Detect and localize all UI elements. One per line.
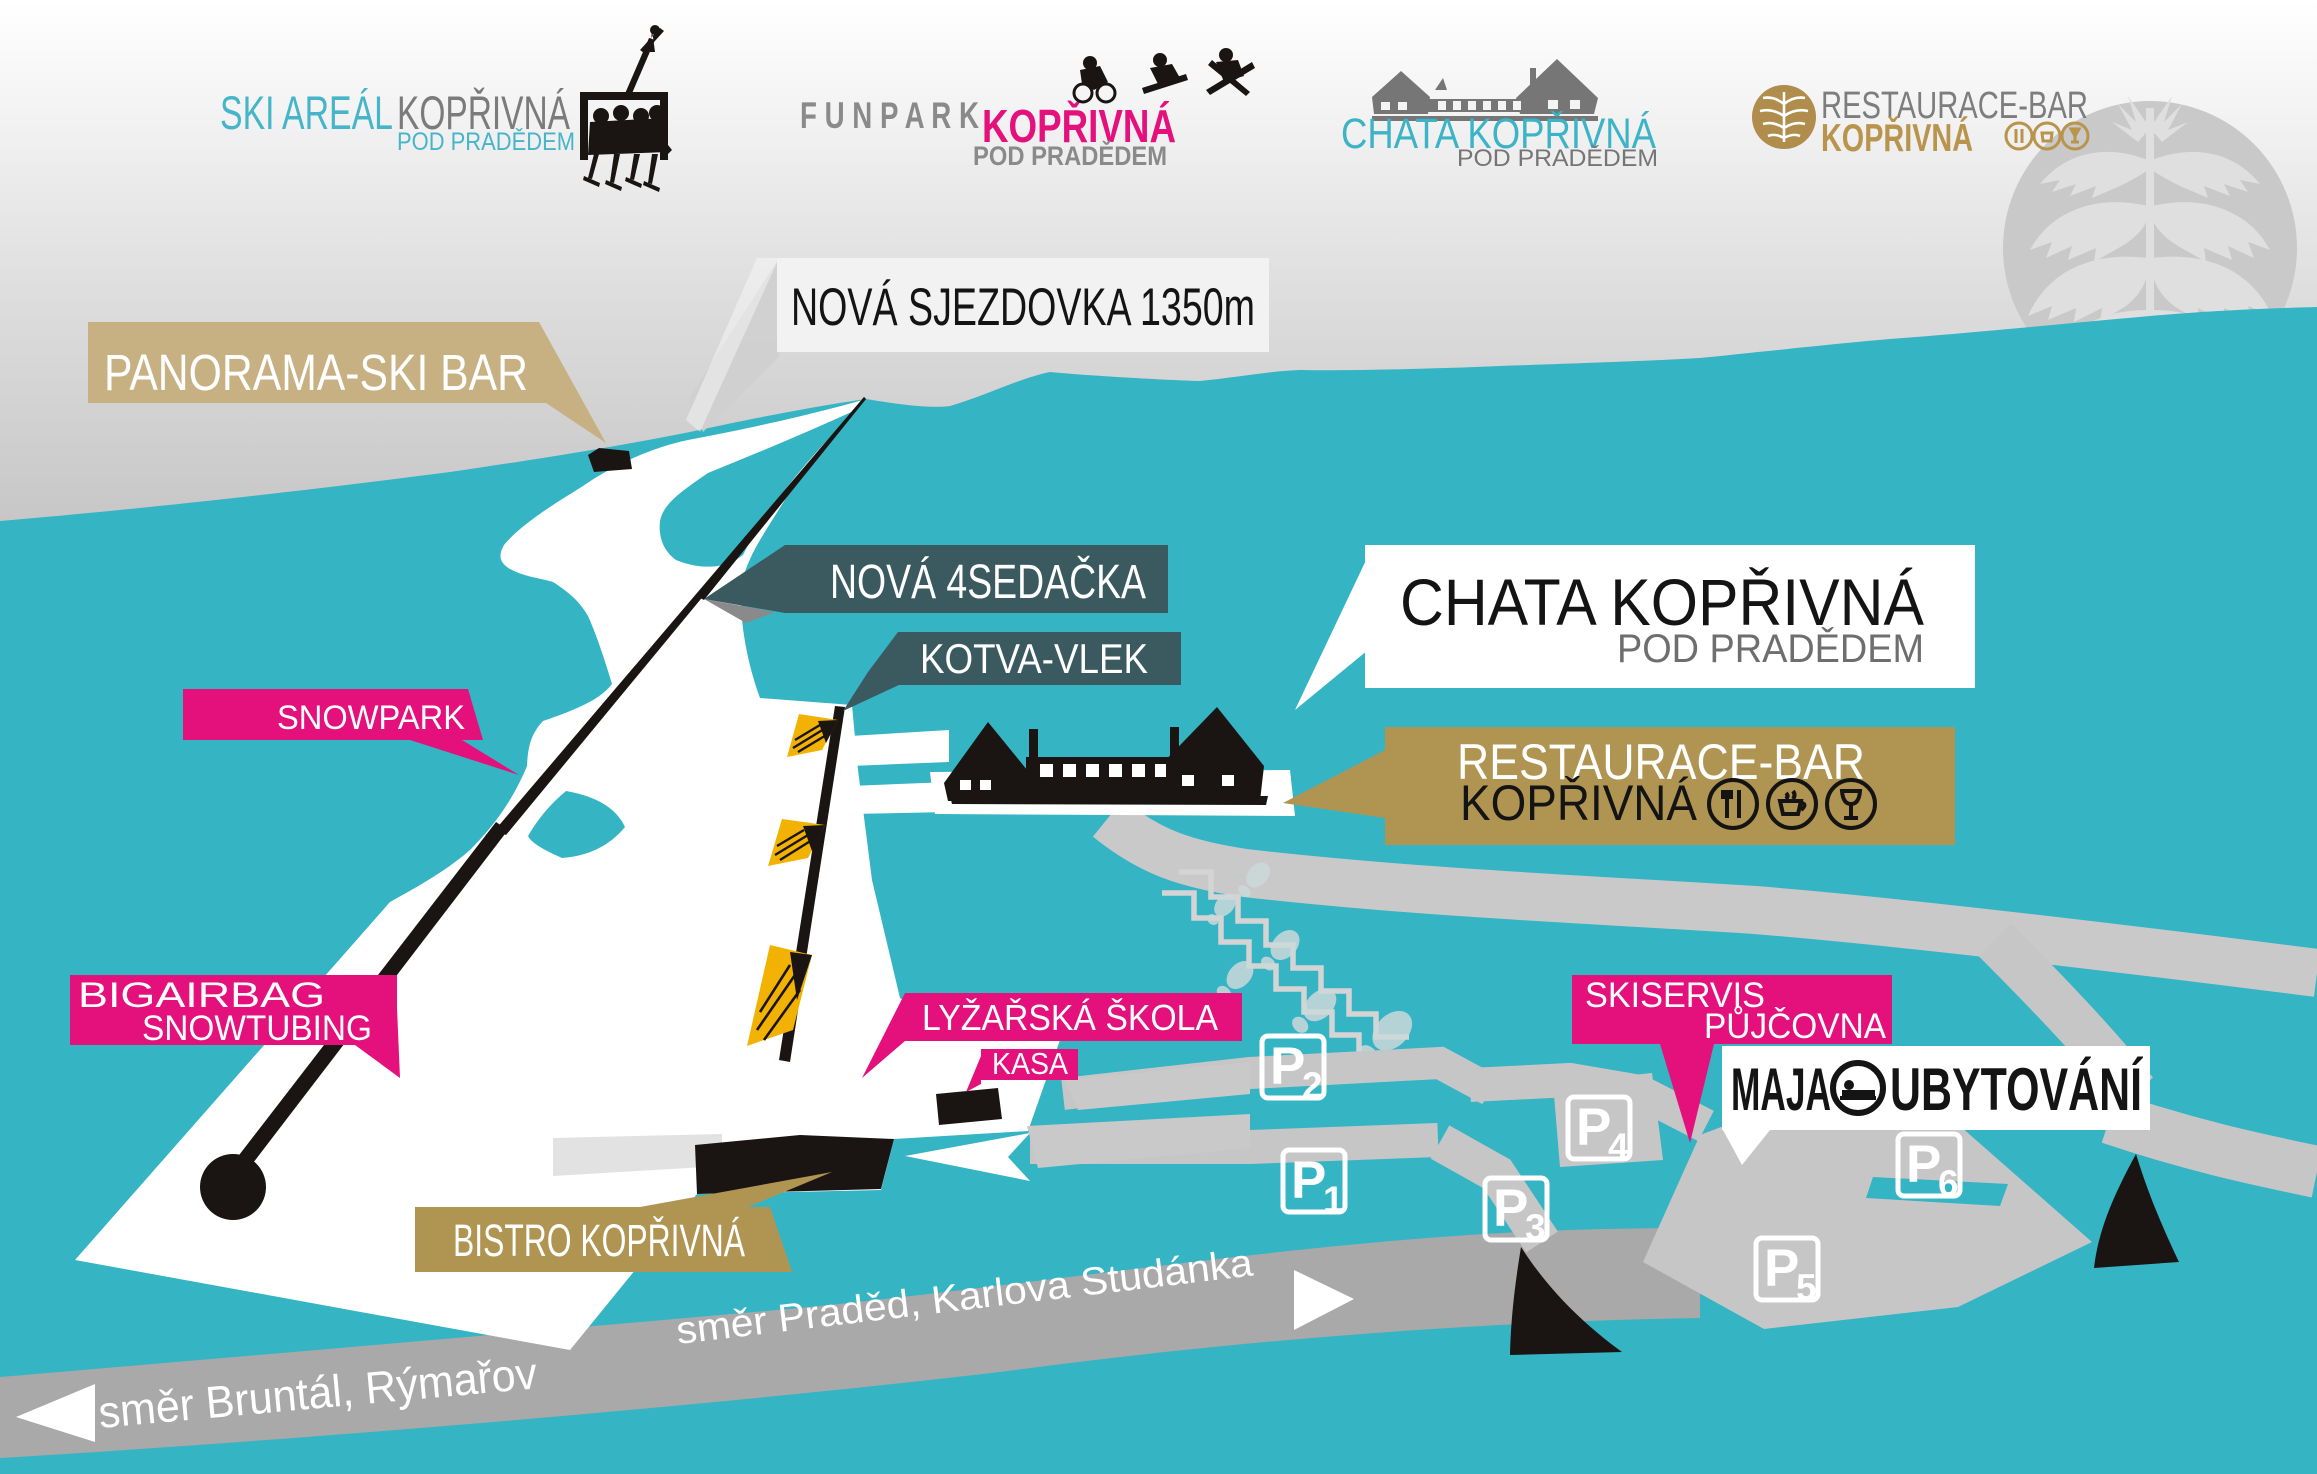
- svg-text:PANORAMA-SKI BAR: PANORAMA-SKI BAR: [104, 344, 528, 401]
- svg-text:4: 4: [1608, 1126, 1629, 1167]
- svg-text:POD PRADĚDEM: POD PRADĚDEM: [397, 127, 575, 156]
- svg-text:1: 1: [1323, 1179, 1344, 1220]
- svg-text:KOPŘIVNÁ: KOPŘIVNÁ: [982, 100, 1176, 152]
- svg-text:6: 6: [1938, 1163, 1959, 1204]
- svg-text:CHATA KOPŘIVNÁ: CHATA KOPŘIVNÁ: [1341, 110, 1656, 158]
- svg-text:KOPŘIVNÁ: KOPŘIVNÁ: [1821, 116, 1973, 160]
- svg-text:P: P: [1291, 1151, 1326, 1210]
- svg-text:LYŽAŘSKÁ ŠKOLA: LYŽAŘSKÁ ŠKOLA: [922, 997, 1218, 1038]
- svg-text:P: P: [1493, 1179, 1528, 1238]
- svg-text:KASA: KASA: [992, 1046, 1068, 1081]
- svg-text:SKI AREÁL: SKI AREÁL: [220, 86, 393, 139]
- svg-text:SNOWTUBING: SNOWTUBING: [142, 1009, 372, 1048]
- svg-text:BIGAIRBAG: BIGAIRBAG: [78, 976, 325, 1015]
- svg-text:3: 3: [1525, 1207, 1546, 1248]
- svg-text:SNOWPARK: SNOWPARK: [277, 699, 465, 737]
- svg-text:P: P: [1270, 1037, 1305, 1096]
- svg-text:KOPŘIVNÁ: KOPŘIVNÁ: [1460, 775, 1698, 831]
- svg-text:MAJA: MAJA: [1731, 1056, 1831, 1123]
- svg-text:POD PRADĚDEM: POD PRADĚDEM: [1457, 145, 1658, 172]
- svg-text:5: 5: [1796, 1267, 1817, 1308]
- svg-text:SKISERVIS: SKISERVIS: [1585, 976, 1765, 1015]
- svg-text:CHATA KOPŘIVNÁ: CHATA KOPŘIVNÁ: [1400, 565, 1924, 639]
- svg-text:BISTRO KOPŘIVNÁ: BISTRO KOPŘIVNÁ: [453, 1215, 745, 1266]
- svg-text:POD PRADĚDEM: POD PRADĚDEM: [973, 140, 1167, 171]
- svg-text:P: P: [1576, 1098, 1611, 1157]
- svg-text:2: 2: [1302, 1065, 1323, 1106]
- svg-text:KOPŘIVNÁ: KOPŘIVNÁ: [397, 86, 570, 139]
- svg-text:POD PRADĚDEM: POD PRADĚDEM: [1617, 626, 1924, 671]
- svg-text:F U N P A R K: F U N P A R K: [800, 95, 979, 136]
- svg-text:NOVÁ 4SEDAČKA: NOVÁ 4SEDAČKA: [830, 555, 1146, 609]
- svg-text:RESTAURACE-BAR: RESTAURACE-BAR: [1821, 85, 2088, 127]
- svg-text:KOTVA-VLEK: KOTVA-VLEK: [920, 635, 1148, 682]
- svg-text:P: P: [1906, 1135, 1941, 1194]
- svg-text:P: P: [1764, 1239, 1799, 1298]
- svg-text:PŮJČOVNA: PŮJČOVNA: [1704, 1006, 1887, 1046]
- svg-text:NOVÁ SJEZDOVKA 1350m: NOVÁ SJEZDOVKA 1350m: [791, 278, 1255, 337]
- svg-text:UBYTOVÁNÍ: UBYTOVÁNÍ: [1890, 1056, 2143, 1123]
